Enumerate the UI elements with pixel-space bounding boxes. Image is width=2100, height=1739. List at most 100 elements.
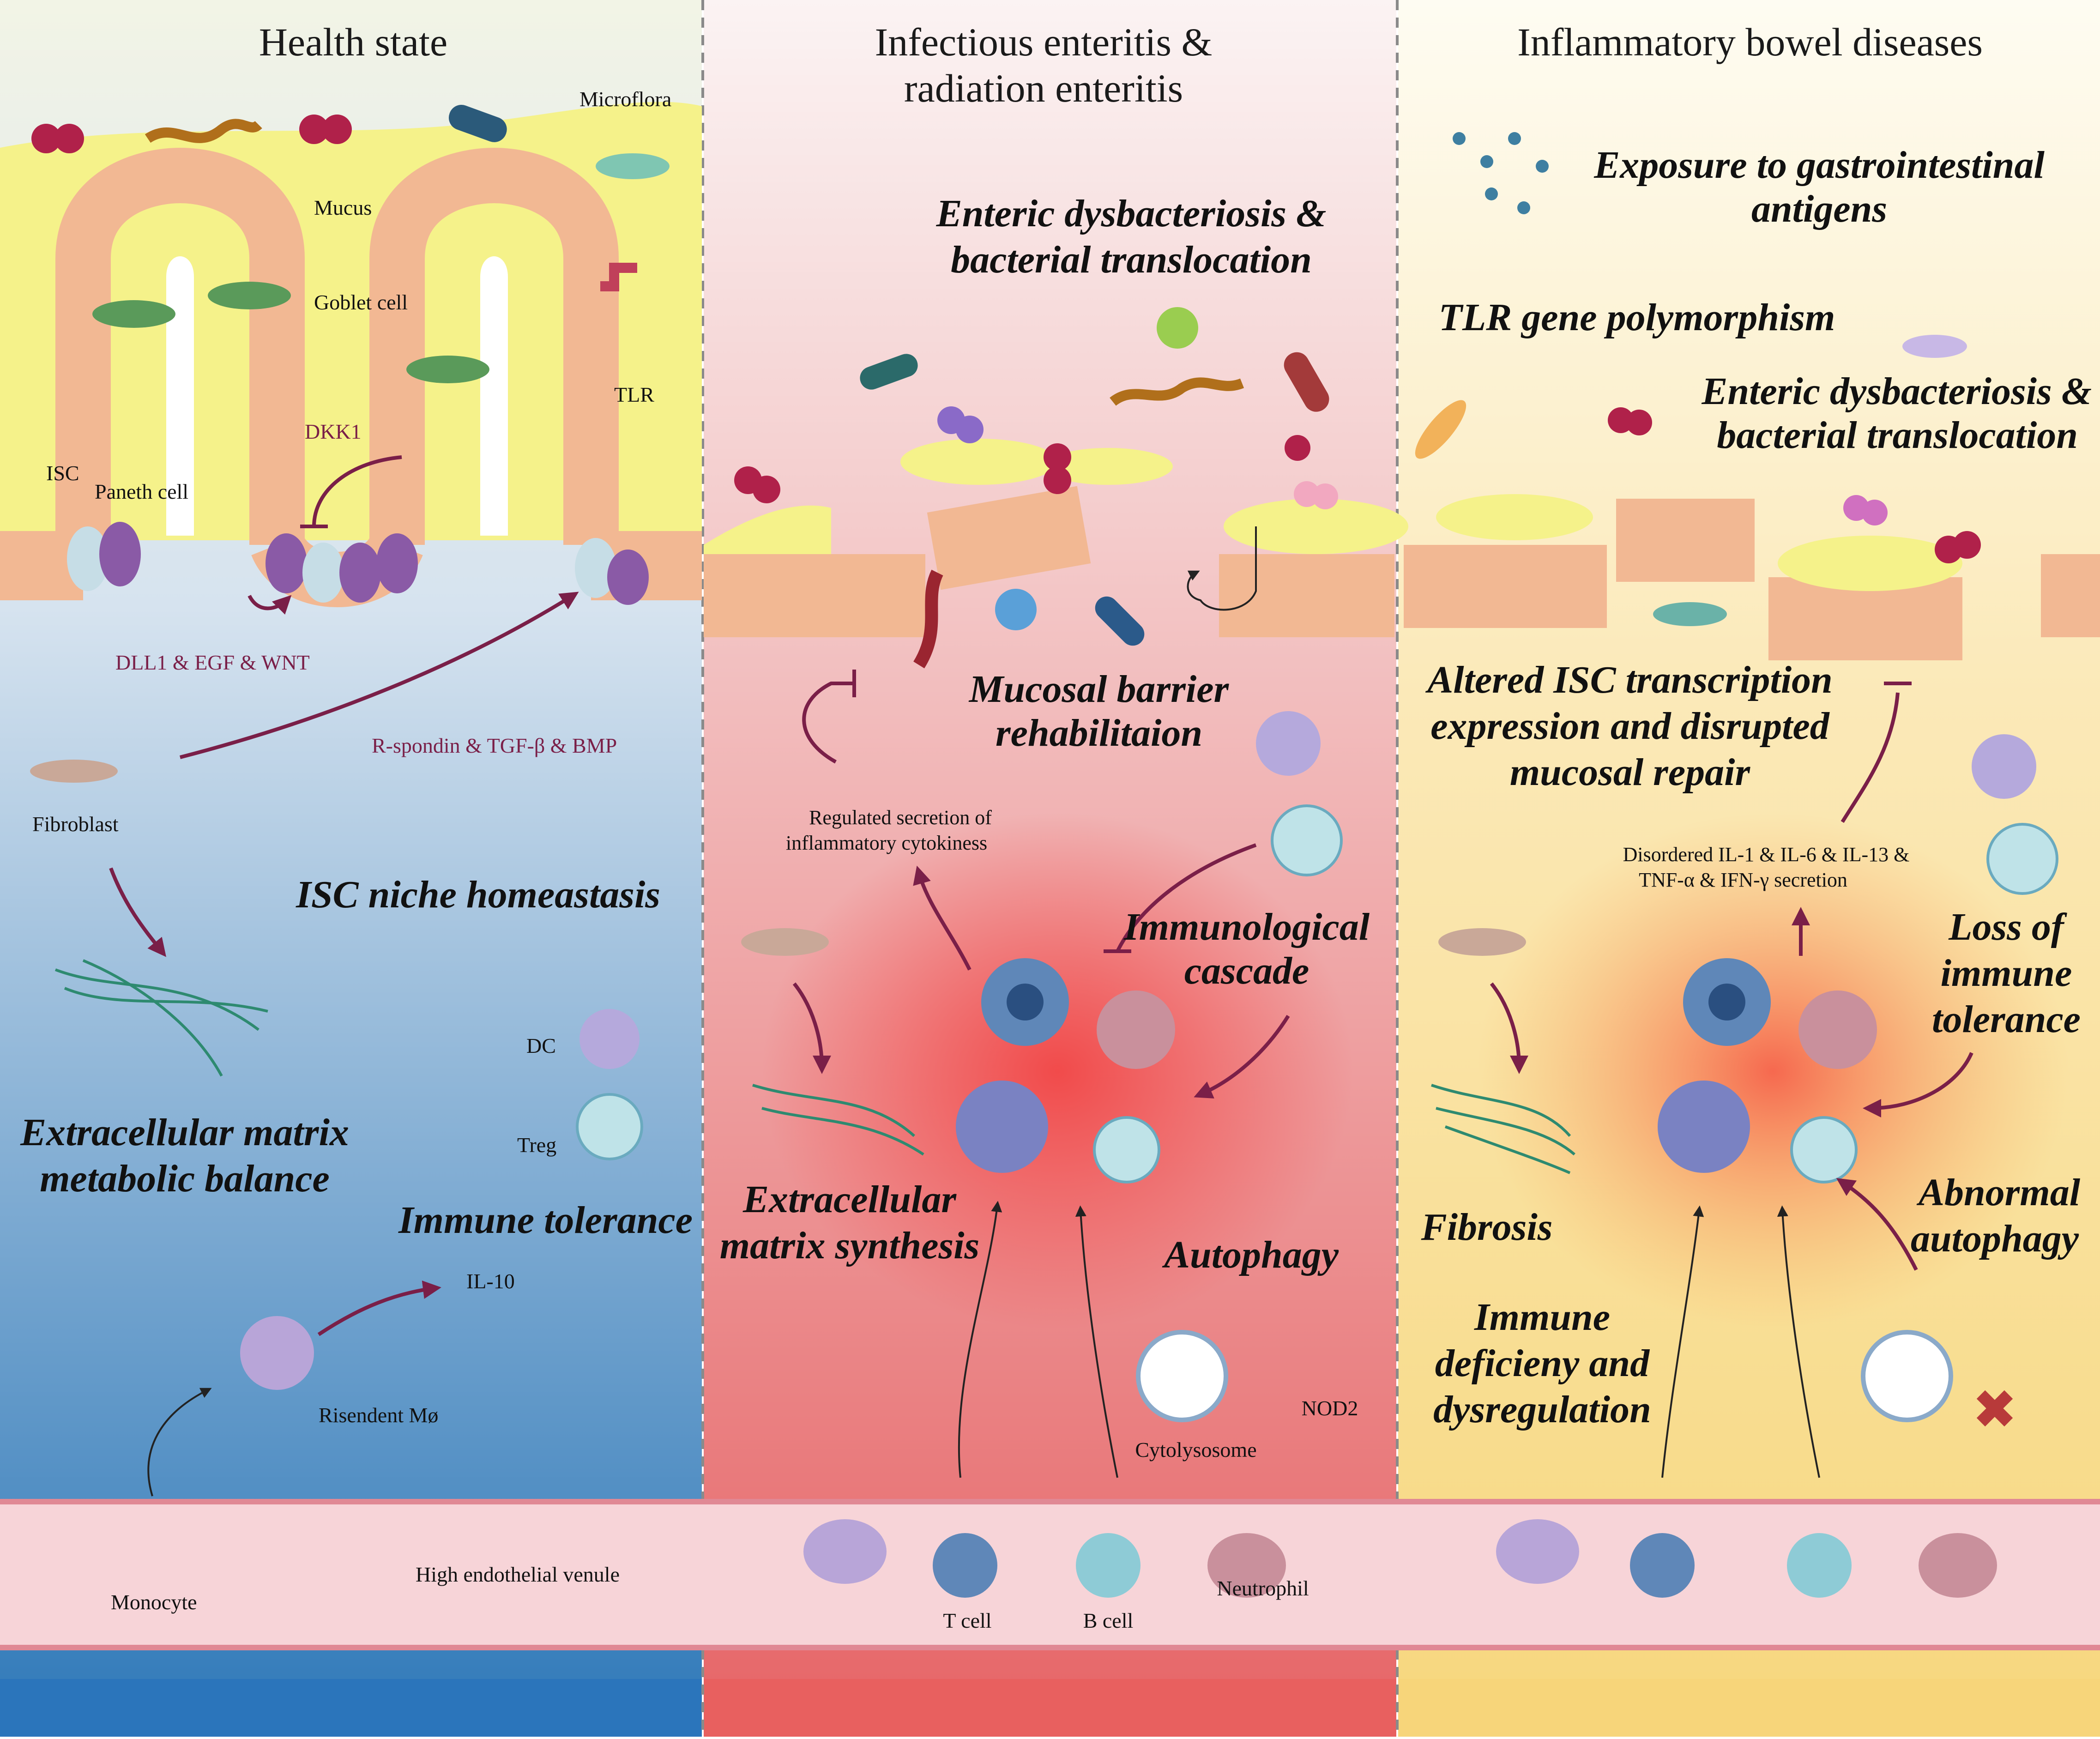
crypt-lumen	[166, 256, 194, 536]
heading-immune-tolerance: Immune tolerance	[398, 1199, 693, 1242]
cascade-arrow	[1194, 1014, 1290, 1099]
enteritis-ecm	[752, 1084, 924, 1156]
panel-title-health: Health state	[259, 20, 447, 64]
rspondin-arrow	[179, 592, 579, 759]
heading-dysbacteriosis-line2: bacterial translocation	[951, 238, 1312, 281]
heading-loss-tolerance-line2: immune	[1941, 952, 2072, 995]
heading-loss-tolerance-line1: Loss of	[1948, 906, 2067, 948]
heading-ecm-line1: Extracellular matrix	[20, 1111, 349, 1154]
il10-arrow	[317, 1280, 441, 1336]
isc-inhibition	[1841, 692, 1900, 823]
panel-title-ibd: Inflammatory bowel diseases	[1517, 20, 1983, 64]
label-monocyte: Monocyte	[111, 1590, 197, 1614]
health-bottom-strip	[0, 1679, 702, 1737]
panel-title-enteritis-line1: Infectious enteritis &	[875, 20, 1213, 64]
ibd-epithelium	[1404, 494, 2100, 660]
label-resident-macrophage: Risendent Mø	[319, 1403, 438, 1427]
cytokine-arrow	[913, 865, 972, 971]
repair-arrow	[1187, 526, 1257, 611]
ibd-immune-cells	[1438, 734, 2058, 1598]
ibd-fibrosis-fibers	[1431, 1084, 1575, 1174]
heading-altered-isc-line2: expression and disrupted	[1430, 705, 1830, 748]
heading-fibrosis: Fibrosis	[1421, 1206, 1553, 1249]
label-cytolysosome: Cytolysosome	[1135, 1438, 1256, 1461]
enteritis-bottom-strip	[704, 1679, 1396, 1737]
recruit-arrow	[1075, 1205, 1118, 1478]
heading-ibd-dysbacteriosis-line1: Enteric dysbacteriosis &	[1701, 370, 2092, 413]
panel-title-enteritis-line2: radiation enteritis	[904, 66, 1183, 110]
ibd-microbes	[1415, 132, 1981, 626]
crypt-lumen	[480, 256, 508, 536]
ecm-fibers	[54, 959, 268, 1077]
label-b-cell: B cell	[1083, 1609, 1134, 1632]
heading-immune-deficiency-line3: dysregulation	[1433, 1388, 1651, 1431]
heading-autophagy: Autophagy	[1162, 1233, 1339, 1276]
label-t-cell: T cell	[943, 1609, 991, 1632]
heading-immune-deficiency-line1: Immune	[1474, 1296, 1610, 1339]
high-endothelial-venule	[0, 1499, 2100, 1650]
fibrosis-arrow	[1490, 982, 1528, 1074]
label-goblet-cell: Goblet cell	[314, 290, 408, 314]
ibd-bottom-strip	[1398, 1679, 2100, 1737]
heading-ecm-synthesis-line2: matrix synthesis	[720, 1224, 979, 1267]
heading-tlr-polymorphism: TLR gene polymorphism	[1439, 296, 1835, 339]
recruit-arrow	[958, 1201, 1002, 1478]
heading-dysbacteriosis-line1: Enteric dysbacteriosis &	[936, 192, 1327, 235]
goblet-cell	[208, 282, 291, 309]
resident-macrophage	[240, 1316, 314, 1390]
damaged-epithelium	[704, 439, 1408, 637]
monocyte-arrow	[147, 1388, 212, 1497]
niche-arrow	[247, 595, 292, 615]
label-dll1-egf-wnt: DLL1 & EGF & WNT	[115, 651, 310, 674]
label-fibroblast: Fibroblast	[32, 812, 119, 836]
label-nod2: NOD2	[1302, 1396, 1358, 1420]
label-hev: High endothelial venule	[416, 1563, 620, 1586]
inflammation-glow	[762, 813, 1353, 1330]
heading-immunological-line2: cascade	[1184, 949, 1309, 992]
label-paneth-cell: Paneth cell	[95, 480, 188, 503]
heading-abnormal-autophagy-line2: autophagy	[1911, 1217, 2079, 1260]
label-tlr: TLR	[614, 383, 654, 406]
enteritis-microbes	[734, 307, 1338, 669]
heading-immunological-line1: Immunological	[1123, 906, 1370, 948]
heading-altered-isc-line3: mucosal repair	[1510, 751, 1751, 794]
heading-abnormal-autophagy-line1: Abnormal	[1916, 1171, 2081, 1214]
fibroblast-cell	[30, 760, 118, 783]
goblet-cell	[92, 300, 175, 328]
label-microflora: Microflora	[579, 87, 671, 111]
label-mucus: Mucus	[314, 196, 372, 219]
label-rspondin: R-spondin & TGF-β & BMP	[372, 734, 617, 757]
label-disordered-cytokines-line1: Disordered IL-1 & IL-6 & IL-13 &	[1623, 843, 1910, 866]
label-isc: ISC	[46, 461, 79, 485]
microflora-cluster	[31, 105, 670, 179]
ecm-arrow	[792, 982, 831, 1074]
heading-exposure-line1: Exposure to gastrointestinal	[1593, 144, 2045, 187]
label-treg: Treg	[517, 1133, 556, 1157]
treg-cell	[576, 1093, 643, 1160]
autophagy-arrow	[1836, 1178, 1918, 1271]
label-dc: DC	[526, 1034, 556, 1057]
fibroblast-arrow	[109, 867, 166, 957]
heading-immune-deficiency-line2: deficieny and	[1435, 1342, 1650, 1385]
heading-mucosal-line2: rehabilitaion	[996, 712, 1202, 755]
label-disordered-cytokines-line2: TNF-α & IFN-γ secretion	[1639, 869, 1847, 891]
label-regulated-line2: inflammatory cytokiness	[786, 832, 987, 854]
stem-cell-niche	[67, 522, 649, 605]
barrier-inhibition	[802, 682, 854, 764]
heading-loss-tolerance-line3: tolerance	[1932, 998, 2081, 1041]
goblet-cell	[406, 356, 489, 383]
recruit-arrow	[1661, 1205, 1704, 1478]
enteritis-immune-cells	[741, 711, 1343, 1598]
heading-altered-isc-line1: Altered ISC transcription	[1425, 658, 1833, 701]
label-il10: IL-10	[466, 1269, 515, 1293]
heading-mucosal-line1: Mucosal barrier	[968, 668, 1230, 711]
heading-ecm-synthesis-line1: Extracellular	[742, 1178, 957, 1221]
inflammation-glow	[1478, 813, 2069, 1330]
label-neutrophil: Neutrophil	[1217, 1576, 1309, 1600]
label-dkk1: DKK1	[305, 420, 362, 443]
heading-exposure-line2: antigens	[1751, 187, 1887, 230]
heading-ecm-line2: metabolic balance	[40, 1157, 330, 1200]
recruit-arrow	[1777, 1205, 1820, 1478]
